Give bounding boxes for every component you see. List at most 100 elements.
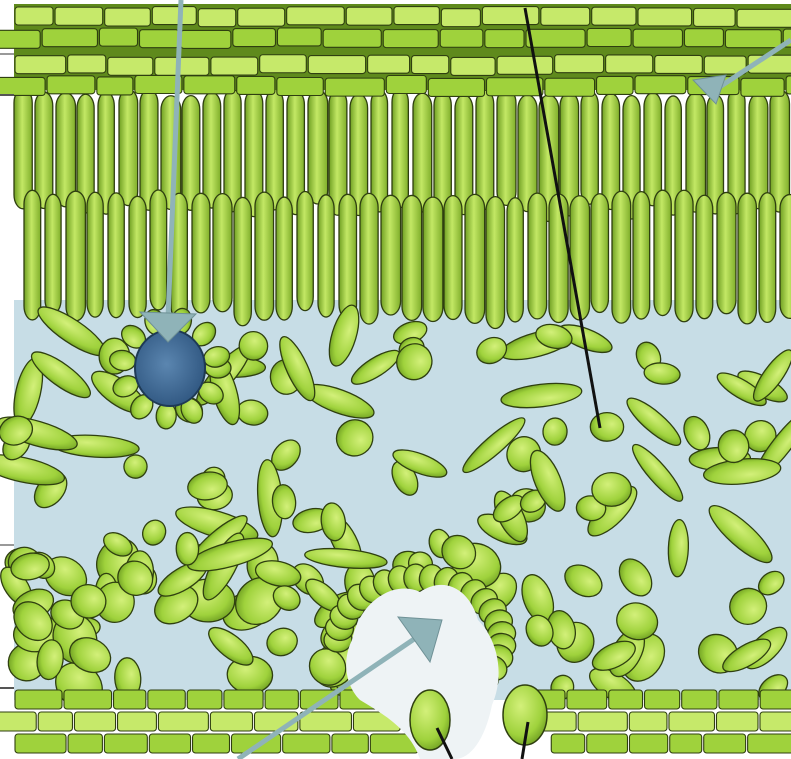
palisade-cell bbox=[45, 194, 61, 313]
palisade-cell bbox=[780, 195, 791, 319]
epidermis-cell bbox=[233, 29, 276, 47]
epidermis-cell bbox=[541, 7, 590, 25]
epidermis-cell bbox=[555, 55, 604, 73]
palisade-cell bbox=[371, 90, 388, 212]
epidermis-cell bbox=[428, 78, 484, 96]
palisade-cell bbox=[444, 196, 462, 320]
epidermis-cell bbox=[368, 55, 410, 73]
palisade-cell bbox=[24, 190, 41, 320]
epidermis-cell bbox=[184, 76, 235, 94]
epidermis-cell bbox=[277, 78, 323, 96]
spongy-cell bbox=[592, 472, 632, 506]
palisade-cell bbox=[224, 89, 241, 211]
epidermis-cell bbox=[545, 78, 595, 96]
epidermis-cell bbox=[332, 734, 368, 753]
palisade-cell bbox=[360, 193, 378, 324]
palisade-cell bbox=[203, 92, 221, 208]
epidermis-cell bbox=[760, 690, 791, 709]
epidermis-cell bbox=[670, 734, 702, 753]
palisade-layer bbox=[14, 88, 791, 328]
palisade-cell bbox=[234, 197, 251, 325]
epidermis-cell bbox=[308, 56, 365, 74]
epidermis-cell bbox=[55, 7, 103, 25]
palisade-cell bbox=[476, 90, 494, 209]
epidermis-cell bbox=[149, 734, 190, 753]
palisade-cell bbox=[612, 191, 631, 323]
epidermis-cell bbox=[323, 29, 381, 47]
epidermis-cell bbox=[704, 734, 746, 753]
epidermis-cell bbox=[638, 8, 692, 26]
epidermis-cell bbox=[15, 56, 66, 74]
epidermis-cell bbox=[597, 76, 633, 94]
epidermis-cell bbox=[198, 9, 235, 27]
epidermis-cell bbox=[451, 57, 495, 75]
palisade-cell bbox=[738, 193, 756, 324]
epidermis-cell bbox=[629, 734, 667, 753]
epidermis-cell bbox=[99, 28, 137, 46]
epidermis-cell bbox=[567, 690, 607, 709]
palisade-cell bbox=[581, 91, 598, 204]
epidermis-cell bbox=[526, 29, 585, 47]
epidermis-cell bbox=[633, 29, 682, 47]
palisade-cell bbox=[255, 192, 274, 320]
epidermis-cell bbox=[592, 7, 636, 25]
epidermis-cell bbox=[606, 55, 653, 73]
epidermis-cell bbox=[0, 30, 40, 48]
epidermis-cell bbox=[786, 76, 791, 94]
epidermis-cell bbox=[277, 28, 321, 46]
epidermis-cell bbox=[260, 55, 307, 73]
epidermis-cell bbox=[108, 57, 153, 75]
epidermis-cell bbox=[148, 690, 185, 709]
epidermis-cell bbox=[283, 734, 330, 753]
palisade-cell bbox=[528, 193, 547, 319]
palisade-cell bbox=[507, 198, 523, 322]
palisade-cell bbox=[297, 191, 313, 310]
epidermis-cell bbox=[265, 690, 298, 709]
palisade-cell bbox=[570, 196, 590, 320]
epidermis-cell bbox=[105, 8, 151, 26]
epidermis-cell bbox=[68, 55, 106, 73]
epidermis-cell bbox=[485, 30, 524, 48]
palisade-cell bbox=[56, 93, 76, 207]
palisade-cell bbox=[549, 194, 568, 323]
epidermis-cell bbox=[741, 78, 784, 96]
epidermis-cell bbox=[187, 690, 222, 709]
epidermis-cell bbox=[719, 690, 758, 709]
spongy-cell bbox=[590, 413, 623, 442]
epidermis-cell bbox=[114, 690, 146, 709]
palisade-cell bbox=[276, 197, 292, 320]
palisade-cell bbox=[749, 94, 768, 209]
palisade-cell bbox=[66, 191, 85, 321]
epidermis-cell bbox=[587, 734, 628, 753]
epidermis-cell bbox=[104, 734, 147, 753]
epidermis-cell bbox=[211, 57, 258, 75]
palisade-cell bbox=[717, 192, 736, 313]
epidermis-cell bbox=[97, 77, 133, 95]
epidermis-cell bbox=[725, 30, 781, 48]
palisade-cell bbox=[119, 89, 138, 205]
palisade-cell bbox=[318, 195, 334, 317]
epidermis-cell bbox=[482, 7, 538, 25]
palisade-cell bbox=[644, 93, 661, 206]
epidermis-cell bbox=[440, 29, 483, 47]
palisade-cell bbox=[770, 90, 789, 212]
epidermis-cell bbox=[737, 9, 791, 27]
epidermis-cell bbox=[412, 56, 449, 74]
epidermis-cell bbox=[635, 76, 686, 94]
epidermis-cell bbox=[237, 76, 275, 94]
palisade-cell bbox=[392, 88, 408, 207]
epidermis-cell bbox=[140, 30, 179, 48]
epidermis-cell bbox=[748, 734, 791, 753]
palisade-cell bbox=[497, 89, 516, 205]
palisade-cell bbox=[675, 190, 693, 321]
spongy-cell bbox=[542, 418, 567, 446]
epidermis-cell bbox=[42, 29, 97, 47]
epidermis-cell bbox=[716, 712, 757, 731]
palisade-cell bbox=[35, 92, 53, 208]
palisade-cell bbox=[213, 194, 232, 312]
palisade-cell bbox=[129, 196, 146, 317]
palisade-cell bbox=[87, 192, 103, 317]
epidermis-cell bbox=[155, 57, 209, 75]
